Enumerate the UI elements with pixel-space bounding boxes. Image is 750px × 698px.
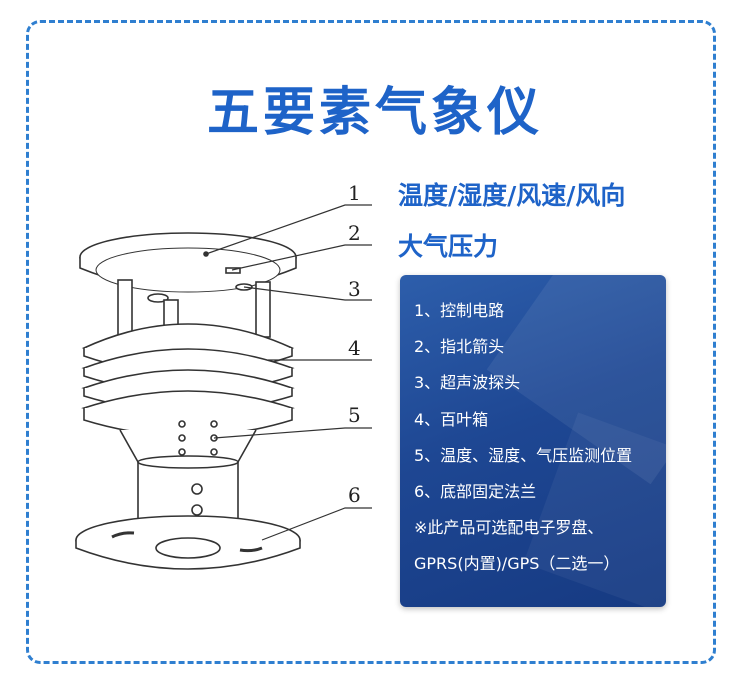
legend-item: 1、控制电路 — [414, 301, 505, 320]
legend-item: 4、百叶箱 — [414, 409, 489, 429]
callout-number-3: 3 — [348, 277, 361, 301]
callout-number-4: 4 — [348, 336, 361, 360]
callout-number-2: 2 — [348, 221, 361, 245]
callout-number-6: 6 — [348, 483, 361, 507]
legend-item: 3、超声波探头 — [414, 373, 521, 393]
legend-list: 1、控制电路 2、指北箭头 3、超声波探头 4、百叶箱 5、温度、湿度、气压监测… — [414, 293, 632, 583]
callout-number-1: 1 — [348, 181, 361, 205]
feature-line-2: 大气压力 — [398, 232, 499, 261]
legend-item: 5、温度、湿度、气压监测位置 — [414, 445, 633, 465]
legend-note: GPRS(内置)/GPS（二选一） — [414, 554, 620, 574]
legend-panel: 1、控制电路 2、指北箭头 3、超声波探头 4、百叶箱 5、温度、湿度、气压监测… — [400, 275, 666, 607]
callout-number-5: 5 — [348, 403, 361, 427]
legend-item: 6、底部固定法兰 — [414, 481, 537, 501]
page-title: 五要素气象仪 — [206, 83, 543, 143]
legend-note: ※此产品可选配电子罗盘、 — [414, 518, 604, 538]
dashed-frame — [26, 20, 716, 664]
feature-line-1: 温度/湿度/风速/风向 — [398, 181, 626, 210]
instrument-drawing: 1 2 3 4 5 6 — [75, 181, 372, 570]
legend-item: 2、指北箭头 — [414, 337, 505, 357]
